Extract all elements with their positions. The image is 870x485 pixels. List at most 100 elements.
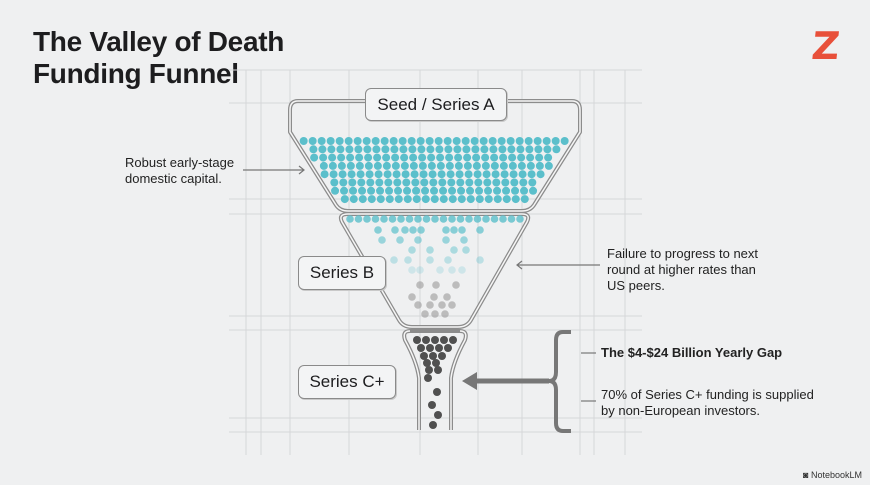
capital-dot (355, 161, 364, 170)
capital-dot (328, 161, 337, 170)
capital-dot (510, 178, 519, 187)
capital-dot (434, 366, 442, 374)
capital-dot (516, 145, 525, 154)
capital-dot (382, 153, 391, 162)
capital-dot (474, 178, 483, 187)
capital-dot (400, 153, 409, 162)
capital-dot (426, 246, 434, 254)
capital-dot (480, 145, 489, 154)
capital-dot (438, 352, 446, 360)
capital-dot (450, 226, 458, 234)
capital-dot (344, 137, 353, 145)
capital-dot (442, 226, 450, 234)
capital-dot (444, 145, 453, 154)
capital-dot (339, 178, 348, 187)
capital-dot (428, 401, 436, 409)
capital-dot (385, 186, 394, 195)
capital-dot (453, 145, 462, 154)
capital-dot (426, 145, 435, 154)
capital-dot (418, 153, 427, 162)
capital-dot (403, 195, 412, 204)
capital-dot (437, 170, 446, 179)
capital-dot (390, 256, 398, 264)
capital-dot (448, 301, 456, 309)
capital-dot (488, 137, 497, 145)
capital-dot (511, 195, 520, 204)
capital-dot (401, 170, 410, 179)
capital-dot (376, 195, 385, 204)
capital-dot (475, 195, 484, 204)
capital-dot (418, 161, 427, 170)
capital-dot (435, 344, 443, 352)
capital-dot (482, 215, 490, 223)
capital-dot (471, 145, 480, 154)
capital-dot (508, 161, 517, 170)
capital-dot (473, 215, 482, 223)
capital-dot (470, 137, 479, 145)
capital-dot (535, 161, 544, 170)
capital-dot (417, 226, 425, 234)
capital-dot (354, 145, 363, 154)
capital-dot (431, 310, 439, 318)
capital-dot (427, 161, 436, 170)
capital-dot (358, 195, 367, 204)
capital-dot (393, 178, 402, 187)
capital-dot (430, 186, 439, 195)
capital-dot (509, 170, 518, 179)
capital-dot (476, 256, 484, 264)
capital-dot (384, 178, 393, 187)
capital-dot (432, 359, 440, 367)
capital-dot (507, 145, 516, 154)
capital-dot (413, 336, 421, 344)
capital-dot (372, 145, 381, 154)
capital-dot (354, 215, 363, 223)
capital-dot (444, 344, 452, 352)
capital-dot (483, 178, 492, 187)
capital-dot (416, 137, 425, 145)
capital-dot (374, 170, 383, 179)
capital-dot (447, 178, 456, 187)
capital-dot (499, 153, 508, 162)
capital-dot (438, 301, 446, 309)
capital-dot (552, 145, 561, 154)
capital-dot (444, 256, 452, 264)
capital-dot (454, 161, 463, 170)
capital-dot (397, 215, 405, 223)
capital-dot (542, 137, 551, 145)
capital-dot (515, 137, 524, 145)
capital-dot (462, 145, 471, 154)
capital-dot (472, 161, 481, 170)
capital-dot (408, 266, 416, 274)
capital-dot (308, 137, 317, 145)
capital-dot (336, 145, 345, 154)
capital-dot (340, 195, 349, 204)
capital-dot (346, 161, 355, 170)
capital-dot (414, 215, 422, 223)
capital-dot (543, 145, 552, 154)
capital-dot (363, 145, 372, 154)
capital-dot (348, 178, 357, 187)
capital-dot (526, 161, 535, 170)
capital-dot (388, 215, 397, 223)
capital-dot (502, 186, 511, 195)
capital-dot (391, 161, 400, 170)
capital-dot (373, 161, 382, 170)
capital-dot (401, 226, 409, 234)
capital-dot (443, 137, 452, 145)
arrowhead (462, 372, 477, 390)
capital-dot (337, 153, 346, 162)
capital-dot (414, 236, 422, 244)
capital-dot (458, 266, 466, 274)
capital-dot (436, 161, 445, 170)
capital-dot (375, 178, 384, 187)
capital-dot (435, 145, 444, 154)
capital-dot (534, 145, 543, 154)
capital-dot (463, 153, 472, 162)
capital-dot (454, 153, 463, 162)
capital-dot (423, 359, 431, 367)
capital-dot (421, 310, 429, 318)
capital-dot (499, 215, 507, 223)
capital-dot (431, 215, 439, 223)
capital-dot (366, 178, 375, 187)
capital-dot (365, 170, 374, 179)
